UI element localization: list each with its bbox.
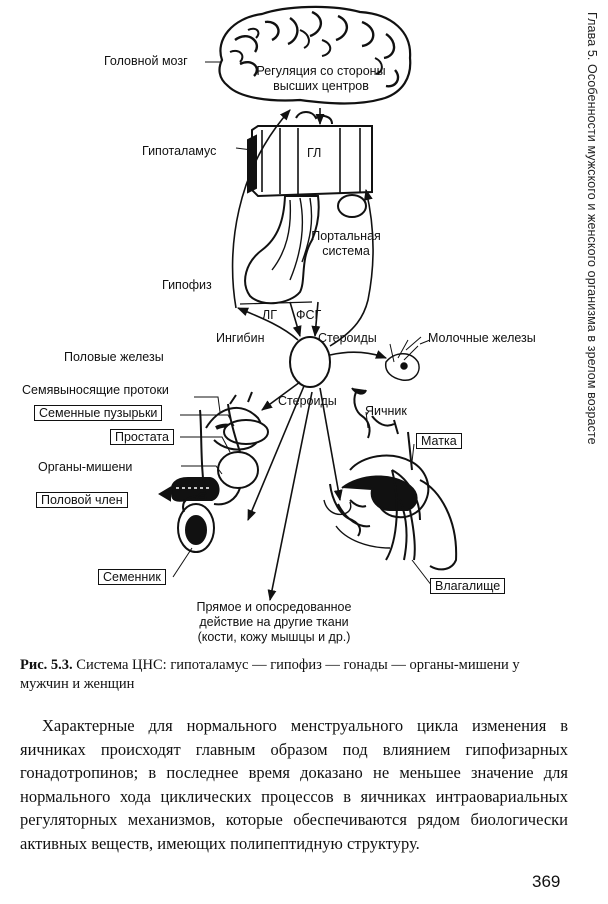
label-direct-3: (кости, кожу мышцы и др.) bbox=[197, 630, 351, 644]
body-text: Характерные для нормального менструально… bbox=[20, 714, 568, 855]
label-prostate: Простата bbox=[110, 429, 174, 445]
label-testis: Семенник bbox=[98, 569, 166, 585]
label-steroids-bottom: Стероиды bbox=[278, 394, 337, 408]
label-uterus: Матка bbox=[416, 433, 462, 449]
label-regulation-2: высших центров bbox=[273, 79, 369, 93]
brain-drawing bbox=[218, 5, 412, 105]
figure-illustration bbox=[158, 5, 458, 602]
label-seminal-vesicles: Семенные пузырьки bbox=[34, 405, 163, 421]
gonad-drawing bbox=[289, 336, 331, 388]
figure-cns-system: Головной мозг Регуляция со стороны высши… bbox=[22, 5, 536, 644]
label-lg: ЛГ bbox=[262, 308, 277, 322]
label-gl: ГЛ bbox=[307, 146, 322, 160]
label-hypothalamus: Гипоталамус bbox=[142, 144, 217, 158]
label-direct-2: действие на другие ткани bbox=[199, 615, 349, 629]
label-direct-1: Прямое и опосредованное bbox=[196, 600, 352, 614]
label-inhibin: Ингибин bbox=[216, 331, 265, 345]
mammary-drawing bbox=[384, 339, 431, 381]
label-regulation-1: Регуляция со стороны bbox=[256, 64, 386, 78]
page-number: 369 bbox=[532, 872, 561, 891]
running-head: Глава 5. Особенности мужского и женского… bbox=[585, 12, 599, 445]
label-gonads: Половые железы bbox=[64, 350, 164, 364]
label-ovary: Яичник bbox=[365, 404, 407, 418]
hypothalamus-drawing bbox=[247, 111, 373, 218]
label-vas-deferens: Семявыносящие протоки bbox=[22, 383, 169, 397]
label-penis: Половой член bbox=[36, 492, 128, 508]
label-target-organs: Органы-мишени bbox=[38, 460, 133, 474]
male-organs-drawing bbox=[158, 391, 269, 553]
label-fsg: ФСГ bbox=[296, 308, 322, 322]
label-pituitary: Гипофиз bbox=[162, 278, 212, 292]
label-portal-1: Портальная bbox=[311, 229, 381, 243]
label-steroids-top: Стероиды bbox=[318, 331, 377, 345]
label-mammary: Молочные железы bbox=[428, 331, 536, 345]
label-vagina: Влагалище bbox=[430, 578, 506, 594]
label-brain: Головной мозг bbox=[104, 54, 188, 68]
figure-caption: Рис. 5.3. Система ЦНС: гипоталамус — гип… bbox=[20, 656, 568, 694]
caption-number: Рис. 5.3. bbox=[20, 657, 73, 673]
caption-text: Система ЦНС: гипоталамус — гипофиз — гон… bbox=[20, 657, 520, 692]
label-portal-2: система bbox=[322, 244, 370, 258]
female-organs-drawing bbox=[323, 387, 458, 571]
body-paragraph: Характерные для нормального менструально… bbox=[20, 716, 568, 853]
